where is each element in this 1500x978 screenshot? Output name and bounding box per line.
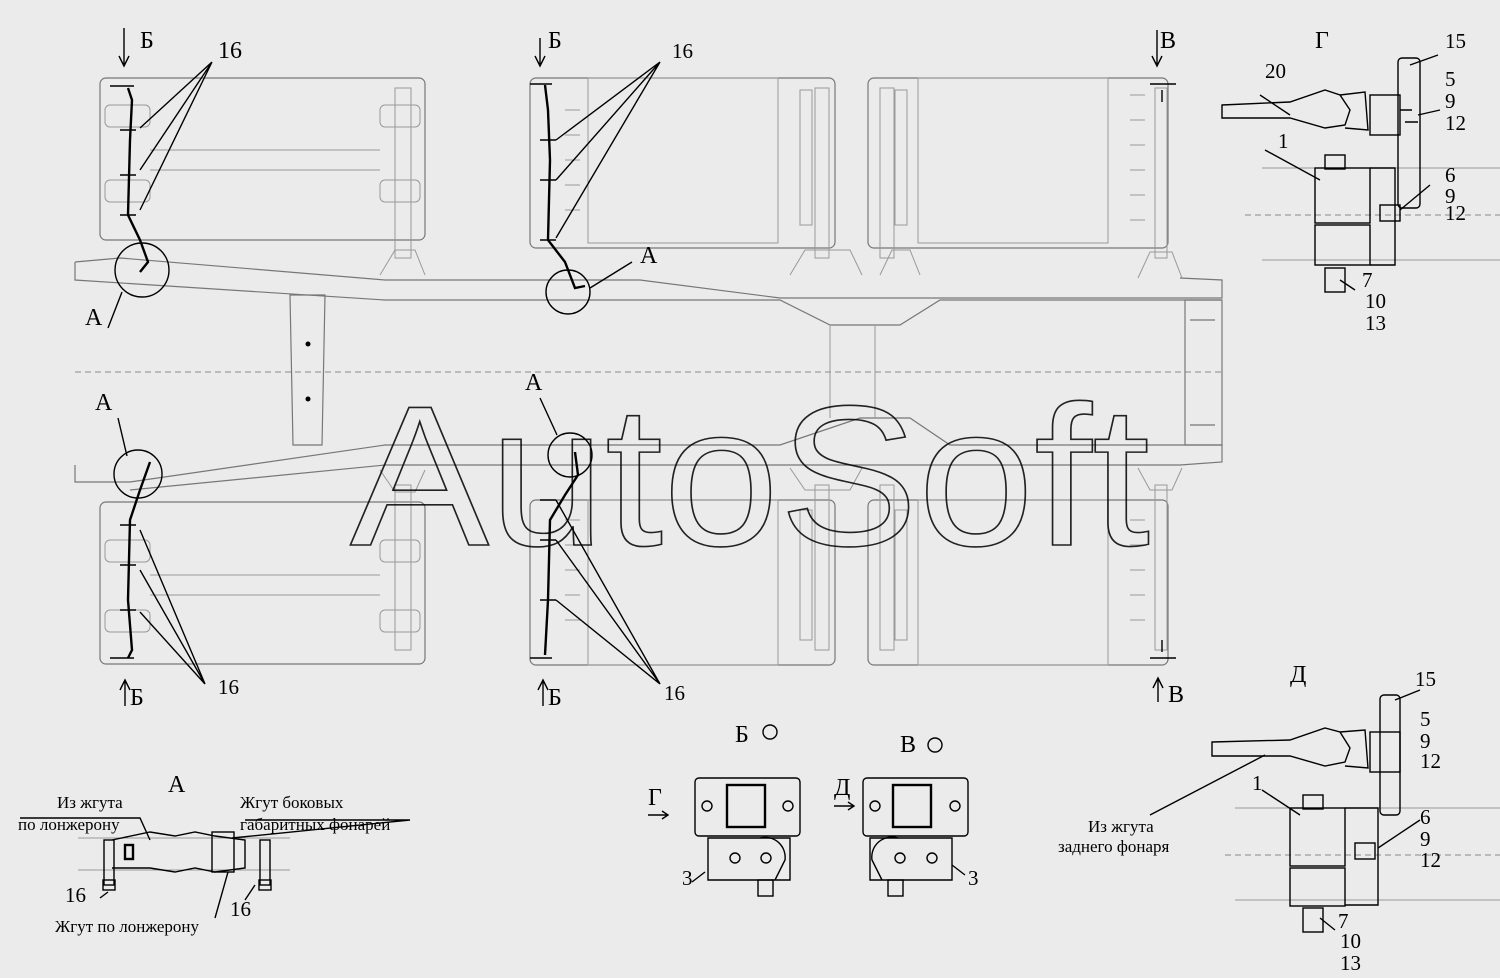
callout-5-g: 5 — [1445, 67, 1456, 91]
label-v-2: В — [1168, 682, 1184, 708]
callout-16-a: 16 — [218, 38, 242, 64]
callout-12-g1: 12 — [1445, 111, 1466, 135]
callout-1-g: 1 — [1278, 129, 1289, 153]
callout-6-g: 6 — [1445, 163, 1456, 187]
callout-numbers: 16 16 16 16 20 15 5 9 12 1 6 9 12 7 10 1… — [65, 29, 1466, 975]
callout-16-c: 16 — [218, 675, 239, 699]
callout-20: 20 — [1265, 59, 1286, 83]
label-g-arrow: Г — [648, 785, 662, 811]
leader-lines — [107, 28, 1164, 706]
label-b-3: Б — [130, 685, 144, 711]
callout-10-d: 10 — [1340, 929, 1361, 953]
detail-d — [1149, 689, 1500, 933]
callout-15-g: 15 — [1445, 29, 1466, 53]
label-d-view: Д — [1290, 662, 1306, 688]
callout-9-g1: 9 — [1445, 89, 1456, 113]
callout-16-d: 16 — [664, 681, 685, 705]
view-labels: Б Б В Г Б Б В Д А А А А А Б В Г Д — [85, 28, 1329, 811]
callout-9-d1: 9 — [1420, 729, 1431, 753]
callout-12-d1: 12 — [1420, 749, 1441, 773]
spar-harness-label: Жгут по лонжерону — [55, 917, 199, 936]
label-g-view: Г — [1315, 28, 1329, 54]
callout-3-v: 3 — [968, 866, 979, 890]
detail-a-captions: Из жгута по лонжерону Жгут боковых габар… — [18, 793, 1170, 936]
callout-9-d2: 9 — [1420, 827, 1431, 851]
callout-7-d: 7 — [1338, 909, 1349, 933]
callout-9-g2: 9 — [1445, 184, 1456, 208]
chassis-frame — [74, 77, 1223, 666]
callout-16-detail-a1: 16 — [65, 883, 86, 907]
label-v-1: В — [1160, 28, 1176, 54]
callout-6-d: 6 — [1420, 805, 1431, 829]
view-v-lamp — [834, 737, 969, 897]
callout-13-g: 13 — [1365, 311, 1386, 335]
label-v-view: В — [900, 732, 916, 758]
callout-13-d: 13 — [1340, 951, 1361, 975]
side-harness-line1: Жгут боковых — [240, 793, 344, 812]
label-a-1: А — [85, 305, 103, 331]
callout-5-d: 5 — [1420, 707, 1431, 731]
watermark: AutoSoft — [350, 365, 1150, 588]
label-b-2: Б — [548, 28, 562, 54]
harness-wires — [110, 83, 1176, 659]
callout-7-g: 7 — [1362, 268, 1373, 292]
view-b-lamp — [648, 724, 801, 897]
label-a-3: А — [95, 390, 113, 416]
label-a-2: А — [640, 243, 658, 269]
from-harness-line1: Из жгута — [57, 793, 123, 812]
detail-a — [20, 817, 411, 919]
callout-16-b: 16 — [672, 39, 693, 63]
callout-3-b: 3 — [682, 866, 693, 890]
label-b-4: Б — [548, 685, 562, 711]
rear-harness-line1: Из жгута — [1088, 817, 1154, 836]
label-a-4: А — [525, 370, 543, 396]
callout-10-g: 10 — [1365, 289, 1386, 313]
callout-15-d: 15 — [1415, 667, 1436, 691]
label-b-1: Б — [140, 28, 154, 54]
label-d-arrow: Д — [834, 775, 850, 801]
label-b-view: Б — [735, 722, 749, 748]
callout-12-d2: 12 — [1420, 848, 1441, 872]
from-harness-line2: по лонжерону — [18, 815, 120, 834]
side-harness-line2: габаритных фонарей — [240, 815, 390, 834]
detail-g — [1221, 54, 1500, 293]
callout-1-d: 1 — [1252, 771, 1263, 795]
rear-harness-line2: заднего фонаря — [1058, 837, 1170, 856]
label-a-detail-title: А — [168, 772, 186, 798]
callout-12-g2: 12 — [1445, 201, 1466, 225]
callout-16-detail-a2: 16 — [230, 897, 251, 921]
